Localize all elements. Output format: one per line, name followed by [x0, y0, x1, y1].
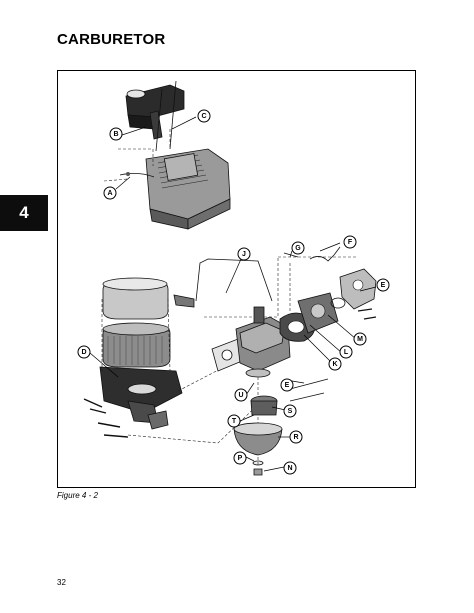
svg-text:R: R	[293, 434, 298, 441]
chapter-tab-number: 4	[19, 203, 29, 222]
svg-text:M: M	[357, 336, 363, 343]
svg-text:K: K	[332, 361, 337, 368]
svg-text:T: T	[232, 418, 237, 425]
exploded-view-figure: B C A J G F E M L K D E U S T R P N	[57, 70, 416, 488]
callout-g: F	[343, 235, 357, 249]
svg-text:E: E	[285, 382, 290, 389]
svg-text:L: L	[344, 349, 349, 356]
callout-t: T	[227, 414, 241, 428]
callout-n: N	[283, 461, 297, 475]
chapter-tab: 4	[0, 195, 48, 231]
figure-caption: Figure 4 - 2	[57, 491, 98, 500]
svg-text:U: U	[238, 392, 243, 399]
svg-text:C: C	[201, 113, 206, 120]
callout-s: S	[283, 404, 297, 418]
svg-text:B: B	[113, 131, 118, 138]
engine-assembly	[103, 80, 231, 230]
callout-m: M	[353, 332, 367, 346]
svg-text:P: P	[238, 455, 243, 462]
callout-l: L	[339, 345, 353, 359]
callout-a: A	[103, 186, 117, 200]
svg-text:S: S	[288, 408, 293, 415]
svg-text:E: E	[381, 282, 386, 289]
callout-d: D	[77, 345, 91, 359]
svg-text:A: A	[107, 190, 112, 197]
callout-p: P	[233, 451, 247, 465]
callout-c: C	[197, 109, 211, 123]
carburetor-exploded-diagram: B C A J G F E M L K D E U S T R P N	[77, 80, 390, 476]
callout-k: K	[328, 357, 342, 371]
callout-e: E	[280, 378, 294, 392]
callout-r: R	[289, 430, 303, 444]
svg-text:D: D	[81, 349, 86, 356]
callout-j: J	[237, 247, 251, 261]
callout-h: G	[291, 241, 305, 255]
callout-b: B	[109, 127, 123, 141]
svg-text:N: N	[287, 465, 292, 472]
svg-text:J: J	[242, 251, 246, 258]
callout-f: E	[376, 278, 390, 292]
svg-text:F: F	[348, 239, 353, 246]
svg-text:G: G	[295, 245, 301, 252]
page-title: CARBURETOR	[57, 31, 166, 48]
callout-u: U	[234, 388, 248, 402]
page-number: 32	[57, 578, 66, 587]
carburetor-parts	[83, 246, 377, 476]
leader-lines	[89, 116, 377, 472]
